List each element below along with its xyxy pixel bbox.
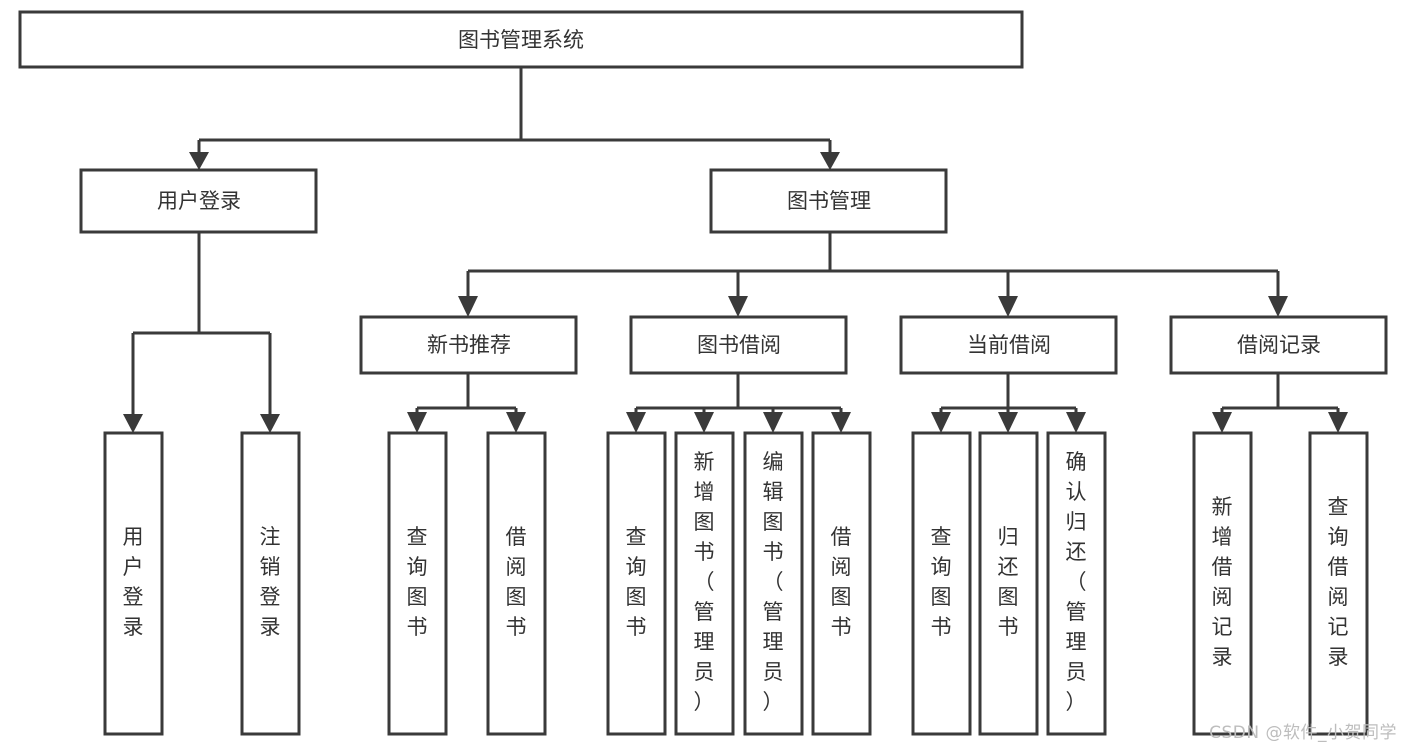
node-borrow-record-label: 借阅记录 xyxy=(1237,333,1321,357)
node-user-login[interactable]: 用户登录 xyxy=(79,168,318,234)
node-leaf-query-book-3[interactable]: 查询图书 xyxy=(911,431,972,736)
arrow-head-leaf-query-record xyxy=(1328,412,1348,433)
node-leaf-return-book-box[interactable] xyxy=(978,431,1039,736)
node-book-borrow-box[interactable] xyxy=(629,315,848,375)
csdn-watermark: CSDN @软件_小贺同学 xyxy=(1209,723,1397,743)
node-book-manage-label: 图书管理 xyxy=(787,189,871,213)
node-leaf-confirm-return[interactable]: 确认归还（管理员） xyxy=(1046,431,1107,736)
node-leaf-borrow-book-2[interactable]: 借阅图书 xyxy=(811,431,872,736)
node-leaf-borrow-book-1-box[interactable] xyxy=(486,431,547,736)
node-leaf-query-book-1-box[interactable] xyxy=(387,431,448,736)
node-leaf-query-record-label: 查询借阅记录 xyxy=(1328,495,1349,669)
node-current-borrow[interactable]: 当前借阅 xyxy=(899,315,1118,375)
node-leaf-borrow-book-1-label: 借阅图书 xyxy=(506,525,527,639)
node-borrow-record[interactable]: 借阅记录 xyxy=(1169,315,1388,375)
node-leaf-add-book[interactable]: 新增图书（管理员） xyxy=(674,431,735,736)
arrow-head-current-borrow xyxy=(998,296,1018,317)
arrow-head-leaf-user-login xyxy=(123,414,143,433)
node-leaf-logout-label: 注销登录 xyxy=(260,525,281,639)
node-user-login-box[interactable] xyxy=(79,168,318,234)
node-leaf-query-record-box[interactable] xyxy=(1308,431,1369,736)
node-book-manage[interactable]: 图书管理 xyxy=(709,168,948,234)
node-leaf-edit-book-label: 编辑图书（管理员） xyxy=(763,450,784,714)
arrow-head-new-book-rec xyxy=(458,296,478,317)
node-borrow-record-box[interactable] xyxy=(1169,315,1388,375)
arrow-head-leaf-query-book-1 xyxy=(407,412,427,433)
node-leaf-query-book-2[interactable]: 查询图书 xyxy=(606,431,667,736)
node-leaf-return-book[interactable]: 归还图书 xyxy=(978,431,1039,736)
arrow-head-leaf-logout xyxy=(260,414,280,433)
connector-layer xyxy=(123,67,1348,433)
node-root[interactable]: 图书管理系统 xyxy=(18,10,1024,69)
arrow-head-leaf-edit-book xyxy=(763,412,783,433)
node-leaf-query-book-3-box[interactable] xyxy=(911,431,972,736)
node-leaf-add-book-label: 新增图书（管理员） xyxy=(694,450,715,714)
node-leaf-borrow-book-1[interactable]: 借阅图书 xyxy=(486,431,547,736)
node-new-book-rec[interactable]: 新书推荐 xyxy=(359,315,578,375)
arrow-head-user-login xyxy=(189,152,209,170)
arrow-head-leaf-borrow-book-1 xyxy=(506,412,526,433)
node-leaf-edit-book[interactable]: 编辑图书（管理员） xyxy=(743,431,804,736)
arrow-head-leaf-confirm-return xyxy=(1066,412,1086,433)
arrow-head-book-manage xyxy=(820,152,840,170)
node-user-login-label: 用户登录 xyxy=(157,189,241,213)
node-root-label: 图书管理系统 xyxy=(458,28,584,52)
node-leaf-add-record-label: 新增借阅记录 xyxy=(1212,495,1233,669)
node-leaf-query-book-3-label: 查询图书 xyxy=(931,525,952,639)
arrow-head-leaf-query-book-3 xyxy=(931,412,951,433)
node-leaf-query-book-2-label: 查询图书 xyxy=(626,525,647,639)
arrow-head-book-borrow xyxy=(728,296,748,317)
arrow-head-leaf-add-record xyxy=(1212,412,1232,433)
node-book-borrow-label: 图书借阅 xyxy=(697,333,781,357)
arrow-head-leaf-add-book xyxy=(694,412,714,433)
node-leaf-logout-box[interactable] xyxy=(240,431,301,736)
node-leaf-add-record[interactable]: 新增借阅记录 xyxy=(1192,431,1253,736)
arrow-head-leaf-query-book-2 xyxy=(626,412,646,433)
node-leaf-confirm-return-box[interactable] xyxy=(1046,431,1107,736)
node-leaf-user-login[interactable]: 用户登录 xyxy=(103,431,164,736)
node-leaf-confirm-return-label: 确认归还（管理员） xyxy=(1066,450,1087,714)
node-leaf-add-book-box[interactable] xyxy=(674,431,735,736)
node-leaf-return-book-label: 归还图书 xyxy=(998,525,1019,639)
node-leaf-user-login-label: 用户登录 xyxy=(123,525,144,639)
arrow-head-leaf-return-book xyxy=(998,412,1018,433)
node-new-book-rec-label: 新书推荐 xyxy=(427,333,511,357)
node-leaf-query-record[interactable]: 查询借阅记录 xyxy=(1308,431,1369,736)
node-new-book-rec-box[interactable] xyxy=(359,315,578,375)
node-current-borrow-label: 当前借阅 xyxy=(967,333,1051,357)
node-leaf-query-book-1[interactable]: 查询图书 xyxy=(387,431,448,736)
node-leaf-user-login-box[interactable] xyxy=(103,431,164,736)
node-leaf-edit-book-box[interactable] xyxy=(743,431,804,736)
node-root-box[interactable] xyxy=(18,10,1024,69)
node-current-borrow-box[interactable] xyxy=(899,315,1118,375)
node-book-manage-box[interactable] xyxy=(709,168,948,234)
node-leaf-borrow-book-2-label: 借阅图书 xyxy=(831,525,852,639)
node-leaf-query-book-2-box[interactable] xyxy=(606,431,667,736)
node-leaf-query-book-1-label: 查询图书 xyxy=(407,525,428,639)
node-leaf-logout[interactable]: 注销登录 xyxy=(240,431,301,736)
arrow-head-leaf-borrow-book-2 xyxy=(831,412,851,433)
arrow-head-borrow-record xyxy=(1268,296,1288,317)
node-leaf-borrow-book-2-box[interactable] xyxy=(811,431,872,736)
node-leaf-add-record-box[interactable] xyxy=(1192,431,1253,736)
node-book-borrow[interactable]: 图书借阅 xyxy=(629,315,848,375)
